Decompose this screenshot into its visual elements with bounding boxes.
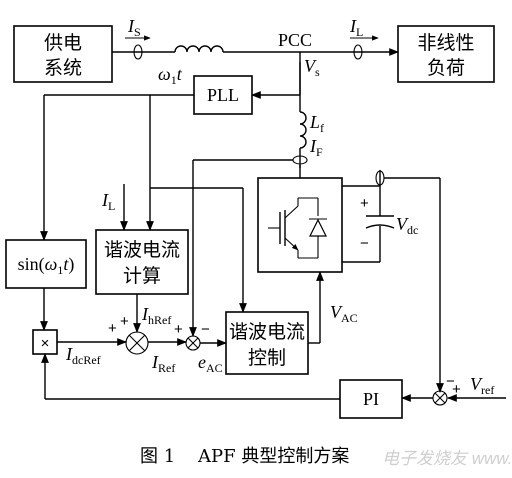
sin-label: sin(ω1t) <box>18 254 75 277</box>
pll-block <box>193 75 253 115</box>
nonlinear-load-block <box>397 25 495 83</box>
pcc-label: PCC <box>278 30 312 50</box>
figure-number: 图 1 <box>140 446 175 467</box>
lf-label: Lf <box>309 112 324 135</box>
pi-block <box>339 379 403 419</box>
cap-plus-sign: + <box>360 195 369 212</box>
harmonic-calc-block <box>95 229 189 295</box>
vac-label: VAC <box>330 302 358 325</box>
sum3-cross-b <box>434 392 446 404</box>
ihref-label: IhRef <box>141 304 171 327</box>
cap-plate-bottom <box>365 224 395 229</box>
sum2-left-sign: + <box>174 321 183 338</box>
supply-label-2: 系统 <box>44 57 82 79</box>
supply-label-1: 供电 <box>44 32 82 54</box>
ctrl-label-2: 控制 <box>248 347 286 369</box>
harmonic-control-block <box>225 311 309 375</box>
vs-label: Vs <box>304 56 320 79</box>
sum2-cross-b <box>187 337 199 349</box>
multiplier-block <box>32 329 58 355</box>
sum3-right-sign: + <box>452 381 461 398</box>
sum2-right-sign: − <box>201 321 210 338</box>
iref-label: IRef <box>151 352 175 375</box>
supply-system-block <box>13 25 113 83</box>
ctrl-label-1: 谐波电流 <box>229 321 305 343</box>
omega-t-label: ω1t <box>158 64 183 87</box>
pi-label: PI <box>363 389 379 409</box>
sum1-cross-b <box>128 334 146 352</box>
sum1-top-sign: + <box>120 313 129 330</box>
sin-block <box>5 239 87 289</box>
filter-inductor <box>299 111 307 149</box>
is-sensor <box>133 44 143 60</box>
sum3-top-sign: − <box>446 373 455 390</box>
eac-label: eAC <box>198 352 223 375</box>
load-label-2: 负荷 <box>427 57 465 79</box>
idcref-label: IdcRef <box>65 344 101 367</box>
vdc-label: Vdc <box>396 214 418 237</box>
il-sensor <box>353 44 363 60</box>
watermark: 电子发烧友 www.elecfans.com <box>382 449 512 468</box>
if-label: IF <box>309 136 323 159</box>
line-inductor <box>174 45 224 53</box>
il-top-label: IL <box>349 16 363 39</box>
diode-symbol <box>309 198 327 258</box>
is-label: IS <box>127 16 141 39</box>
igbt-symbol <box>268 197 318 259</box>
pll-label: PLL <box>207 85 239 105</box>
multiplier-label: × <box>41 335 50 352</box>
calc-label-1: 谐波电流 <box>104 239 180 261</box>
calc-label-2: 计算 <box>123 265 161 287</box>
il-in-label: IL <box>101 190 115 213</box>
converter-block <box>257 177 343 273</box>
vref-label: Vref <box>470 374 494 397</box>
sum1-left-sign: + <box>108 320 117 337</box>
cap-minus-sign: − <box>360 235 369 252</box>
load-label-1: 非线性 <box>417 32 474 54</box>
figure-title: APF 典型控制方案 <box>197 446 349 467</box>
